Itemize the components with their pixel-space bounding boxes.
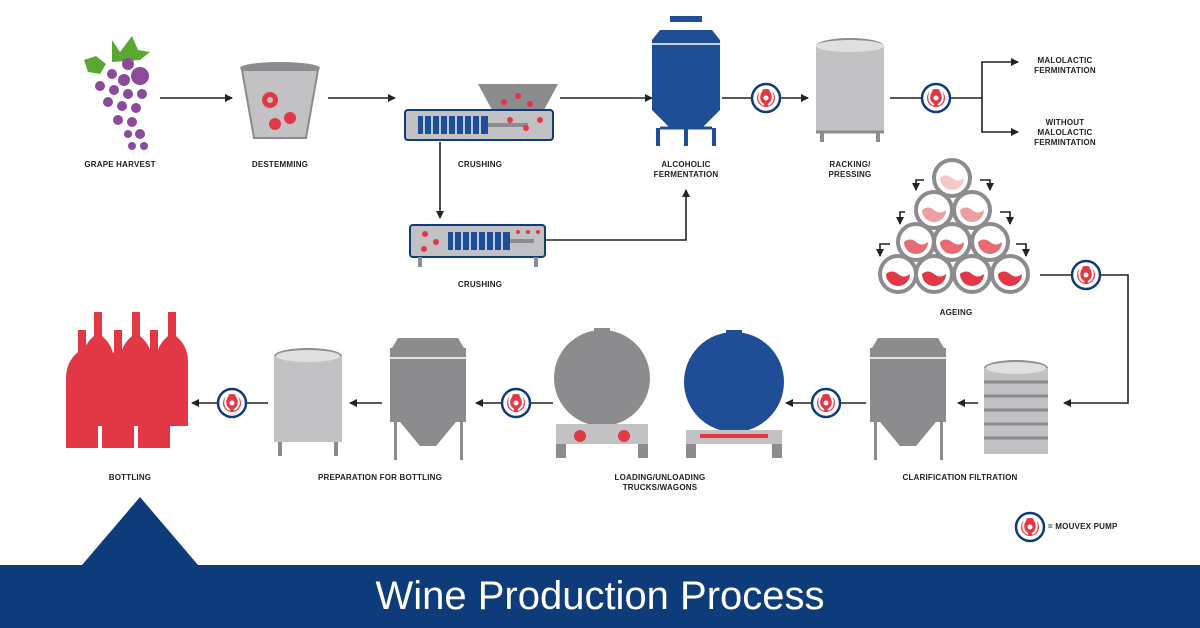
wine-bottles-icon <box>66 312 188 448</box>
mouvex-pump-icon-5 <box>500 387 532 419</box>
tank-truck-icon <box>684 330 784 458</box>
grapes-icon <box>84 36 150 150</box>
destemmer-icon <box>240 62 320 139</box>
ageing-arrow-6 <box>1016 243 1030 257</box>
flow-arrows <box>160 58 1129 407</box>
label-clarification-filtration: CLARIFICATION FILTRATION <box>902 473 1018 482</box>
label-crushing-bottom: CRUSHING <box>457 280 503 289</box>
barrel-wine-5 <box>940 239 964 254</box>
legend-pump-icon <box>1014 511 1046 543</box>
banner-pointer <box>82 497 198 565</box>
barrel-wine-4 <box>904 239 928 254</box>
mouvex-pump-icon-6 <box>216 387 248 419</box>
arrow-pump-filter <box>1063 274 1129 407</box>
legend-label: = MOUVEX PUMP <box>1048 522 1118 531</box>
arrow-malolactic <box>981 58 1019 98</box>
barrel-wine-2 <box>922 207 946 222</box>
crusher-icon-2 <box>409 224 546 267</box>
barrel-wine-10 <box>998 271 1022 286</box>
label-destemming: DESTEMMING <box>251 160 309 169</box>
arrow-crush2-ferment <box>545 189 690 241</box>
barrel-wine-9 <box>960 271 984 286</box>
mouvex-pump-icon-2 <box>920 82 952 114</box>
mouvex-pump-icon-4 <box>810 387 842 419</box>
clarification-tank-icon <box>870 338 946 460</box>
mouvex-pump-icon-3 <box>1070 259 1102 291</box>
ageing-arrow-4 <box>1000 211 1014 225</box>
ageing-arrow-5 <box>876 243 890 257</box>
fermentation-tank-icon <box>652 16 720 146</box>
tank-truck-icon-2 <box>554 328 650 458</box>
label-preparation-for-bottling: PREPARATION FOR BOTTLING <box>317 473 443 482</box>
racking-tank-icon <box>816 38 884 142</box>
storage-tank-icon <box>274 348 342 456</box>
barrel-wine-3 <box>960 207 984 222</box>
ageing-arrow-3 <box>896 211 905 225</box>
label-grape-harvest: GRAPE HARVEST <box>84 160 156 169</box>
barrel-wine-8 <box>922 271 946 286</box>
barrel-wine-6 <box>978 239 1002 254</box>
filter-tank-icon <box>984 360 1048 454</box>
label-malolactic: MALOLACTIC FERMINTATION <box>1034 56 1096 75</box>
ageing-arrow-1 <box>912 179 924 191</box>
mouvex-pump-icon-1 <box>750 82 782 114</box>
barrel-wine-1 <box>940 175 964 190</box>
barrel-wine-7 <box>886 271 910 286</box>
page-title: Wine Production Process <box>375 574 825 618</box>
label-alcoholic-fermentation: ALCOHOLIC FERMENTATION <box>653 160 719 179</box>
ageing-arrow-2 <box>980 179 994 191</box>
label-bottling: BOTTLING <box>108 473 152 482</box>
label-without-malolactic: WITHOUT MALOLACTIC FERMINTATION <box>1034 118 1096 147</box>
crusher-icon <box>404 84 558 141</box>
label-ageing: AGEING <box>939 308 973 317</box>
label-loading-unloading: LOADING/UNLOADING TRUCKS/WAGONS <box>614 473 706 492</box>
bottling-tank-icon <box>390 338 466 460</box>
arrow-without-malolactic <box>981 98 1019 136</box>
title-banner <box>0 565 1200 628</box>
label-racking-pressing: RACKING/ PRESSING <box>828 160 872 179</box>
barrels-icon <box>878 158 1030 294</box>
label-crushing-top: CRUSHING <box>457 160 503 169</box>
